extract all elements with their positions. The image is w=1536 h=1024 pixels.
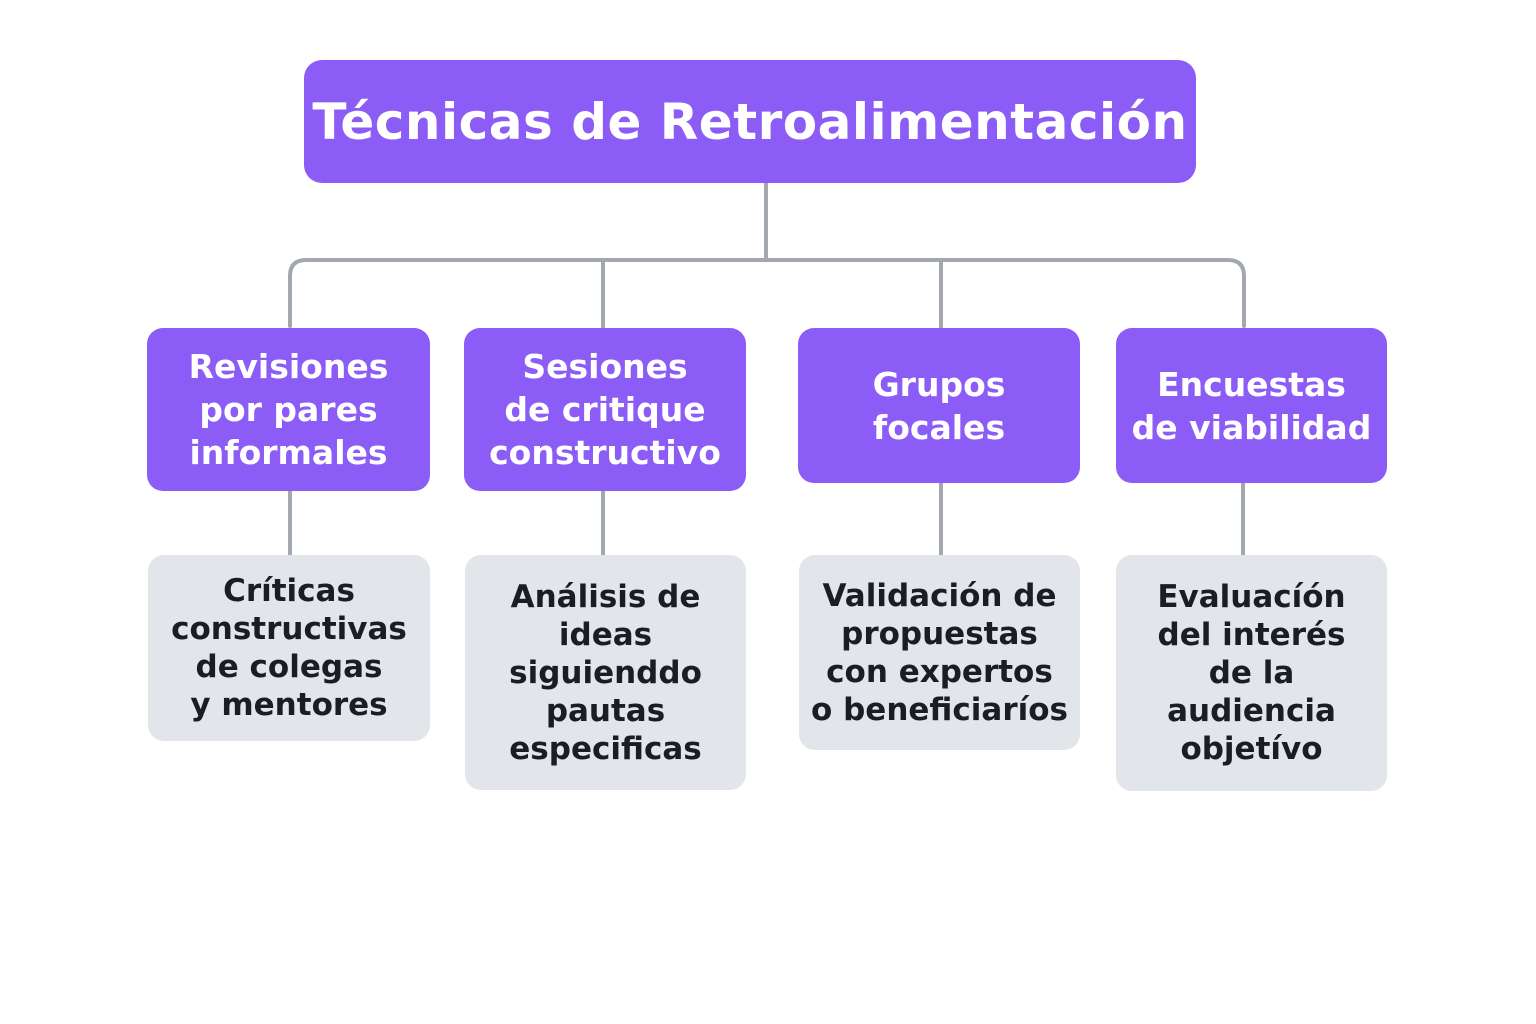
detail-sesiones-de-critique: Análisis de ideas siguienddo pautas espe… — [465, 555, 746, 790]
detail-revisiones-por-pares: Críticas constructivas de colegas y ment… — [148, 555, 430, 741]
category-sesiones-de-critique: Sesiones de critique constructivo — [464, 328, 746, 491]
category-encuestas-de-viabilidad: Encuestas de viabilidad — [1116, 328, 1387, 483]
category-revisiones-por-pares: Revisiones por pares informales — [147, 328, 430, 491]
detail-encuestas-de-viabilidad: Evaluacíón del interés de la audiencia o… — [1116, 555, 1387, 791]
detail-grupos-focales: Validación de propuestas con expertos o … — [799, 555, 1080, 750]
category-grupos-focales: Grupos focales — [798, 328, 1080, 483]
connector-horizontal-bus — [288, 258, 1246, 328]
diagram-title: Técnicas de Retroalimentación — [304, 60, 1196, 183]
